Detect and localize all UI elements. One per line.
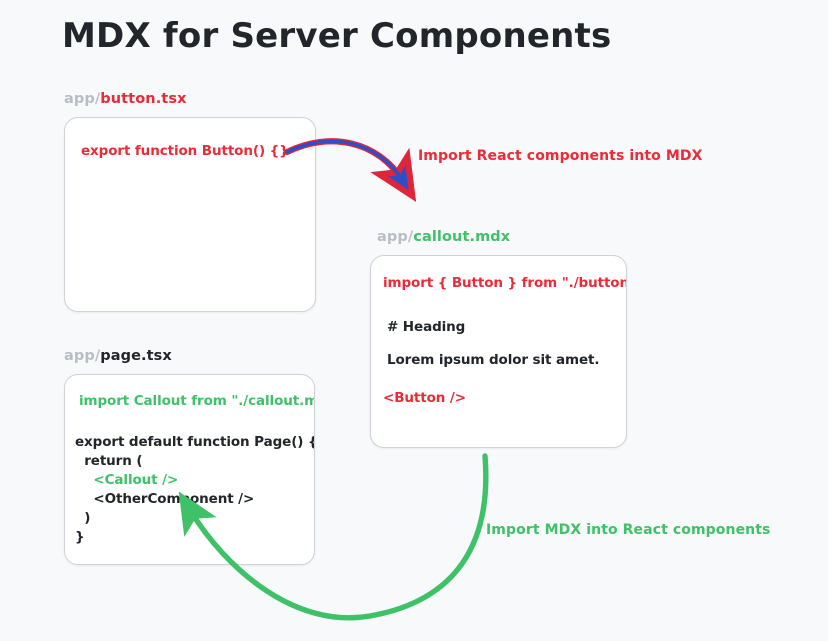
file-label-page-tsx: app/page.tsx xyxy=(64,348,172,364)
file-label-callout-mdx: app/callout.mdx xyxy=(377,229,510,245)
page-title: MDX for Server Components xyxy=(62,16,612,56)
code-box-callout-mdx[interactable]: import { Button } from "./button" # Head… xyxy=(370,255,627,448)
code-line: } xyxy=(75,529,85,545)
file-label-dir: app/ xyxy=(377,229,414,245)
code-box-page-tsx[interactable]: import Callout from "./callout.mdx" expo… xyxy=(64,374,315,565)
code-line: export default function Page() { xyxy=(75,434,315,450)
code-line: # Heading xyxy=(387,319,466,335)
code-line: return ( xyxy=(75,453,143,469)
code-line: Lorem ipsum dolor sit amet. xyxy=(387,352,600,368)
arrow-label-mdx-into-react: Import MDX into React components xyxy=(486,522,771,538)
code-box-button-tsx[interactable]: export function Button() {} xyxy=(64,117,316,312)
code-line: <Callout /> xyxy=(75,472,179,488)
arrow-label-react-into-mdx: Import React components into MDX xyxy=(418,148,703,164)
file-label-dir: app/ xyxy=(64,91,101,107)
code-line: ) xyxy=(75,510,91,526)
code-line: import { Button } from "./button" xyxy=(383,275,627,291)
code-line: <OtherComponent /> xyxy=(75,491,255,507)
file-label-button-tsx: app/button.tsx xyxy=(64,91,187,107)
code-line: import Callout from "./callout.mdx" xyxy=(79,393,314,409)
file-label-name: button.tsx xyxy=(100,91,187,107)
code-line: export function Button() {} xyxy=(81,143,289,159)
file-label-name: page.tsx xyxy=(100,348,172,364)
code-line: <Button /> xyxy=(383,390,466,406)
file-label-name: callout.mdx xyxy=(413,229,511,245)
file-label-dir: app/ xyxy=(64,348,101,364)
